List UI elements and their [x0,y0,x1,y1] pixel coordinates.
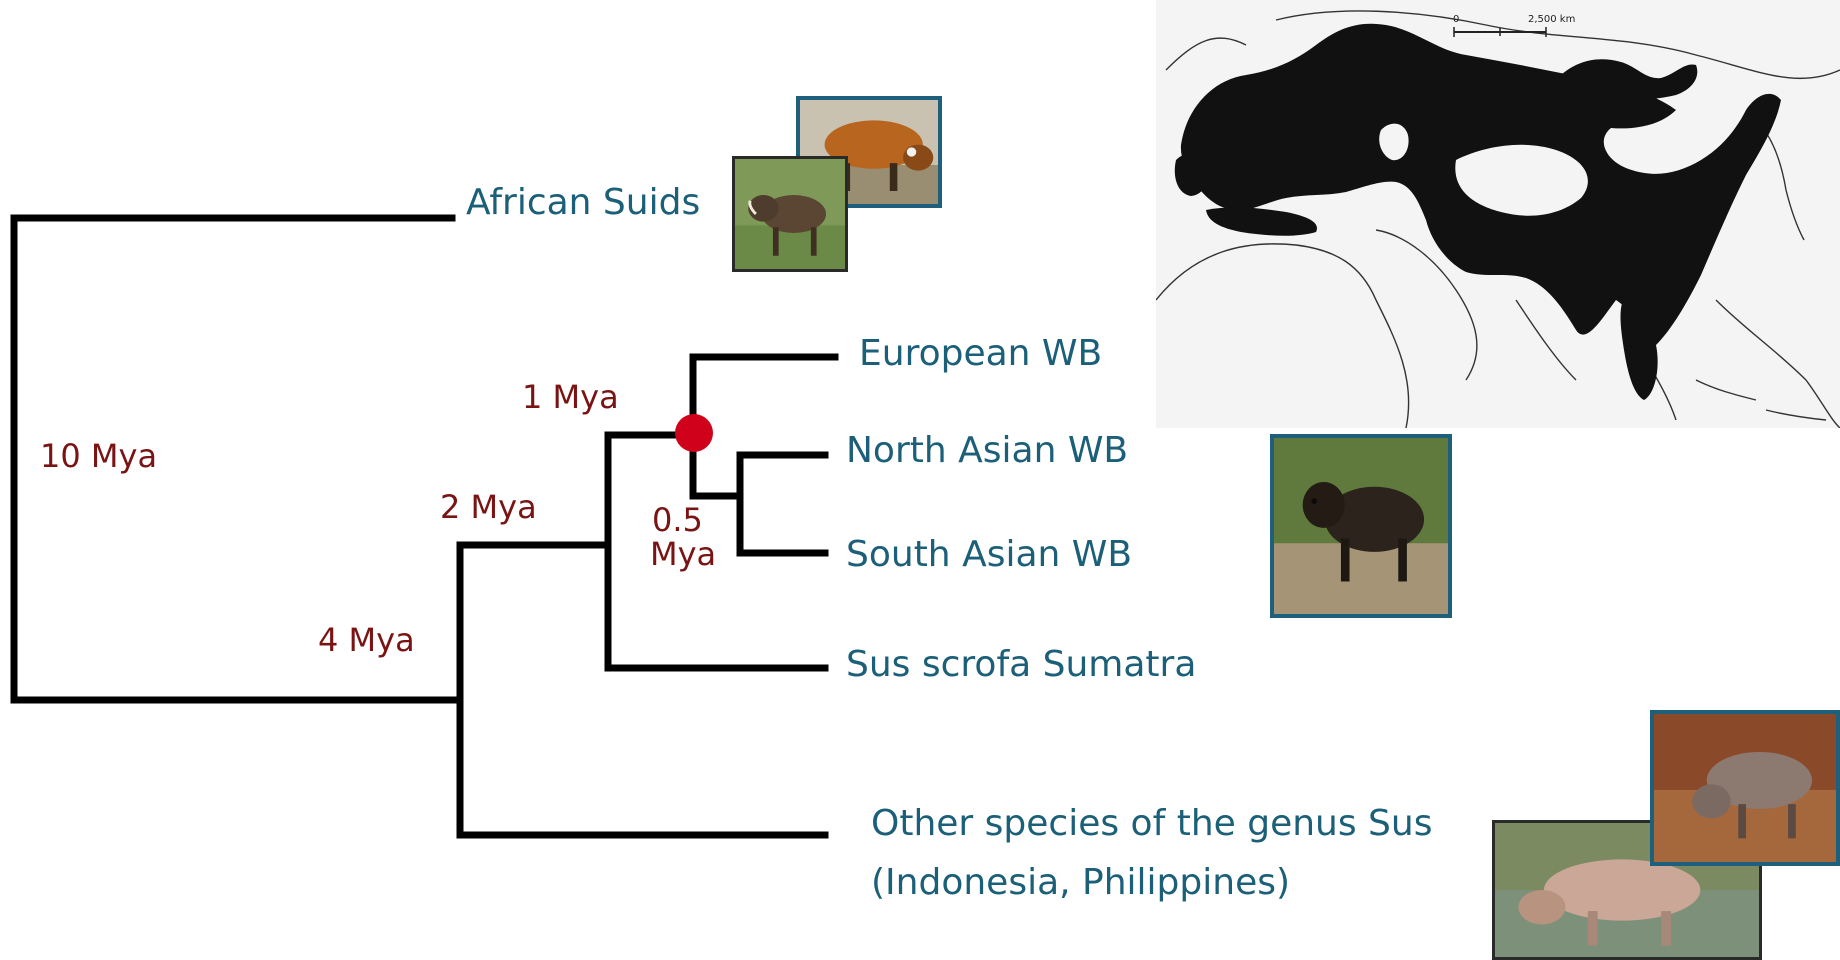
map-scale-min-label: 0 [1453,14,1459,25]
babirusa-photo [1650,710,1840,866]
leaf-label-european-wb: European WB [859,333,1102,375]
age-label-05mya-line1: 0.5 [652,505,703,535]
leaf-label-north-asian-wb: North Asian WB [846,430,1128,472]
age-label-2mya: 2 Mya [440,492,537,522]
age-label-05mya-line2: Mya [650,539,716,569]
age-label-root: 10 Mya [40,441,157,471]
wild-boar-range-map: 0 2,500 km [1156,0,1840,428]
leaf-label-sumatra: Sus scrofa Sumatra [846,644,1196,686]
leaf-label-other-sus-line2: (Indonesia, Philippines) [871,862,1290,904]
age-label-1mya: 1 Mya [522,382,619,412]
highlighted-node-dot [675,414,713,452]
warthog-photo [732,156,848,272]
leaf-label-other-sus-line1: Other species of the genus Sus [871,803,1432,845]
leaf-label-african-suids: African Suids [466,182,700,224]
map-scale-max-label: 2,500 km [1528,14,1575,25]
leaf-label-south-asian-wb: South Asian WB [846,534,1132,576]
age-label-4mya: 4 Mya [318,625,415,655]
wild-boar-photo [1270,434,1452,618]
